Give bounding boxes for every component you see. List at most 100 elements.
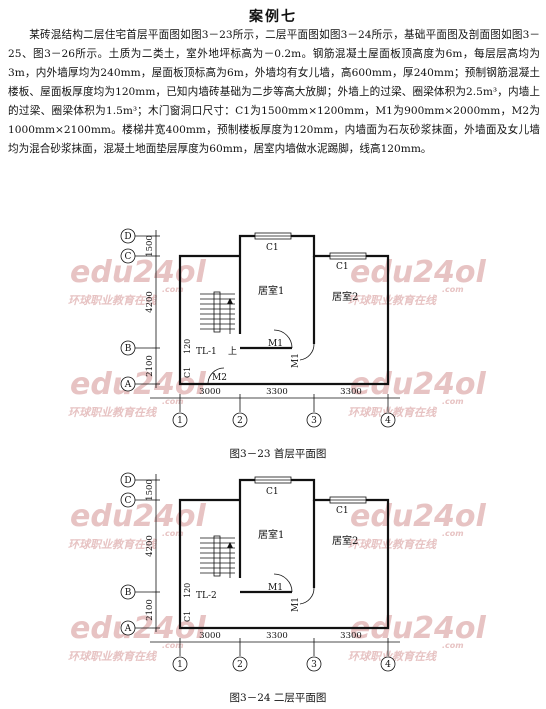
window-c1-side: C1 <box>183 611 192 622</box>
room1-label: 居室1 <box>258 284 284 297</box>
axis-label-y: C <box>125 496 132 506</box>
dim-text-y: 1500 <box>145 479 155 501</box>
axis-label-x: 3 <box>311 660 317 670</box>
axis-bubble-x <box>172 412 188 428</box>
door-m1-label-2: M1 <box>291 353 301 368</box>
dim-text-y: 4200 <box>145 291 155 313</box>
watermark-logo: edu24ol <box>70 499 207 534</box>
axis-label-y: B <box>125 344 132 354</box>
window-label-top: C1 <box>266 487 279 497</box>
window-label-right: C1 <box>336 506 349 516</box>
figure1-caption: 图3－23 首层平面图 <box>229 448 327 460</box>
axis-label-y: A <box>124 380 132 390</box>
door-m1-label: M1 <box>268 583 283 593</box>
watermark-com: .com <box>162 529 184 538</box>
room1-label: 居室1 <box>258 528 284 541</box>
figure2-caption: 图3－24 二层平面图 <box>229 692 327 704</box>
axis-label-x: 4 <box>385 660 391 670</box>
axis-bubble-y <box>120 340 136 356</box>
stair-up-label: 上 <box>228 346 237 357</box>
axis-bubble-y <box>120 376 136 392</box>
door-swing-m1 <box>273 329 293 349</box>
axis-label-x: 2 <box>237 416 243 426</box>
axis-label-x: 1 <box>177 416 183 426</box>
axis-label-y: C <box>125 252 132 262</box>
dim-text-x: 3000 <box>199 631 221 641</box>
problem-paragraph: 某砖混结构二层住宅首层平面图如图3－23所示，二层平面图如图3－24所示，基础平… <box>8 26 540 159</box>
dim-text-x: 3300 <box>266 387 288 397</box>
watermark-logo: edu24ol <box>350 255 487 290</box>
paragraph-text: 某砖混结构二层住宅首层平面图如图3－23所示，二层平面图如图3－24所示，基础平… <box>8 29 540 155</box>
dim-text-x: 3300 <box>340 631 362 641</box>
axis-bubble-y <box>120 492 136 508</box>
stair-well <box>213 291 221 333</box>
watermark-sub: 环球职业教育在线 <box>348 406 438 419</box>
axis-bubble-x <box>232 656 248 672</box>
watermark-sub: 环球职业教育在线 <box>348 294 438 307</box>
first-floor-plan: edu24ol.com环球职业教育在线edu24ol.com环球职业教育在线ed… <box>68 228 487 428</box>
axis-label-x: 2 <box>237 660 243 670</box>
axis-label-x: 4 <box>385 416 391 426</box>
axis-label-y: D <box>124 476 131 486</box>
axis-label-x: 1 <box>177 660 183 670</box>
dim-text-x: 3300 <box>340 387 362 397</box>
watermark-com: .com <box>162 397 184 406</box>
watermark-com: .com <box>442 397 464 406</box>
axis-bubble-x <box>306 412 322 428</box>
dim-text-x: 3300 <box>266 631 288 641</box>
dim-text-y: 4200 <box>145 535 155 557</box>
watermark-sub: 环球职业教育在线 <box>68 650 158 663</box>
watermark-sub: 环球职业教育在线 <box>348 538 438 551</box>
axis-label-y: B <box>125 588 132 598</box>
window-label-top: C1 <box>266 243 279 253</box>
axis-bubble-y <box>120 472 136 488</box>
second-floor-plan: edu24ol.com环球职业教育在线edu24ol.com环球职业教育在线ed… <box>68 472 487 672</box>
dim-120-label: 120 <box>183 583 192 598</box>
axis-bubble-x <box>380 656 396 672</box>
watermark-com: .com <box>442 285 464 294</box>
watermark-logo: edu24ol <box>70 255 207 290</box>
axis-bubble-y <box>120 228 136 244</box>
axis-label-x: 3 <box>311 416 317 426</box>
beam-label: TL-2 <box>196 591 217 601</box>
watermark-com: .com <box>162 285 184 294</box>
stair-arrow-head <box>227 298 233 304</box>
axis-bubble-x <box>232 412 248 428</box>
watermark-sub: 环球职业教育在线 <box>348 650 438 663</box>
door-swing-m1 <box>273 573 293 593</box>
room2-label: 居室2 <box>332 290 358 303</box>
room2-label: 居室2 <box>332 534 358 547</box>
door-swing-m1b <box>299 343 315 361</box>
axis-bubble-y <box>120 620 136 636</box>
beam-label: TL-1 <box>196 347 217 357</box>
door-m2-label: M2 <box>212 373 227 383</box>
axis-label-y: A <box>124 624 132 634</box>
axis-bubble-y <box>120 584 136 600</box>
watermark-com: .com <box>442 641 464 650</box>
door-m1-label: M1 <box>268 339 283 349</box>
watermark-com: .com <box>442 529 464 538</box>
dim-text-x: 3000 <box>199 387 221 397</box>
axis-label-y: D <box>124 232 131 242</box>
window-label-right: C1 <box>336 262 349 272</box>
door-m1-label-2: M1 <box>291 597 301 612</box>
dim-text-y: 1500 <box>145 235 155 257</box>
window-c1-side: C1 <box>183 367 192 378</box>
axis-bubble-x <box>380 412 396 428</box>
axis-bubble-x <box>306 656 322 672</box>
door-swing-m2 <box>207 367 225 385</box>
door-swing-m1b <box>299 587 315 605</box>
axis-bubble-y <box>120 248 136 264</box>
dim-120-label: 120 <box>183 339 192 354</box>
watermark-logo: edu24ol <box>350 499 487 534</box>
watermark-sub: 环球职业教育在线 <box>68 538 158 551</box>
dim-text-y: 2100 <box>145 355 155 377</box>
stair-arrow-head <box>227 542 233 548</box>
watermark-sub: 环球职业教育在线 <box>68 294 158 307</box>
watermark-sub: 环球职业教育在线 <box>68 406 158 419</box>
stair-well <box>213 535 221 577</box>
watermark-com: .com <box>162 641 184 650</box>
case-heading: 案例七 <box>249 9 297 25</box>
dim-text-y: 2100 <box>145 599 155 621</box>
axis-bubble-x <box>172 656 188 672</box>
